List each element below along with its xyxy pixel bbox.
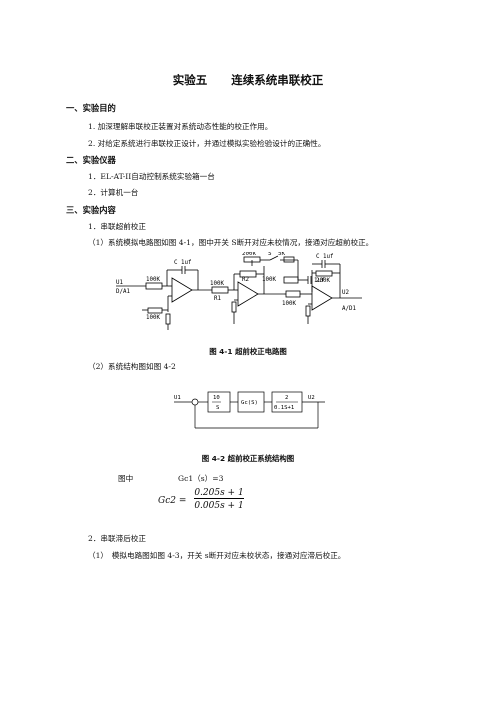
section-heading-purpose: 一、实验目的 (66, 103, 116, 113)
block1-denominator: S (216, 405, 219, 411)
lead-circuit-diagram: U1 D/A1 100K 100K C 1uf 100K R1 R2 200k … (116, 252, 362, 330)
circuit-label-rin: 100K (146, 277, 160, 283)
circuit-label-c1: C 1uf (174, 260, 192, 266)
section-heading-instruments: 二、实验仪器 (66, 155, 116, 165)
where-label: 图中 (118, 474, 134, 483)
page-title: 实验五连续系统串联校正 (172, 73, 324, 87)
formula-gc2-numerator: 0.205s + 1 (194, 488, 244, 499)
circuit-label-5k: 5K (278, 252, 285, 257)
block3-denominator: 0.1S+1 (274, 405, 294, 411)
circuit-label-s: S (268, 252, 272, 257)
circuit-label-cmid: 1uf (314, 278, 325, 284)
section-heading-content: 三、实验内容 (66, 205, 116, 215)
circuit-label-r200k-out: 200K (316, 278, 330, 284)
block-diagram: U1 U2 10 S Gc(S) 2 0.1S+1 (174, 391, 325, 429)
block-label-u1: U1 (174, 395, 181, 401)
formula-gc2-lhs: Gc2 = (158, 496, 187, 506)
circuit-label-r1: R1 (214, 296, 221, 302)
circuit-label-200k: 200k (242, 252, 256, 257)
subsection-lead: 1．串联超前校正 (88, 222, 146, 231)
formula-gc1: Gc1（s）=3 (178, 474, 224, 483)
figure-caption-4-1: 图 4-1 超前校正电路图 (209, 347, 287, 356)
circuit-label-u1: U1 (116, 280, 123, 286)
instrument-item-2: 2．计算机一台 (88, 188, 139, 197)
purpose-item-2: 2. 对给定系统进行串联校正设计，并通过模拟实验检验设计的正确性。 (88, 139, 326, 148)
figure-caption-4-2: 图 4-2 超前校正系统结构图 (201, 454, 295, 463)
paragraph-structure: （2）系统结构图如图 4-2 (88, 362, 176, 371)
circuit-label-r100k-low: 100K (282, 301, 296, 307)
block1-numerator: 10 (213, 395, 220, 401)
circuit-label-rfb: 100K (146, 315, 160, 321)
circuit-label-da: D/A1 (116, 289, 130, 295)
circuit-label-r100k-mid: 100K (262, 277, 276, 283)
circuit-label-ad: A/D1 (342, 306, 356, 312)
circuit-label-cout: C 1uf (316, 254, 334, 260)
formula-gc2-denominator: 0.005s + 1 (194, 501, 244, 511)
subsection-lag: 2．串联滞后校正 (88, 534, 146, 543)
paragraph-circuit: （1）系统模拟电路图如图 4-1，图中开关 S断开对应未校情况，接通对应超前校正… (88, 238, 374, 247)
instrument-item-1: 1．EL-AT-II自动控制系统实验箱一台 (88, 172, 215, 181)
paragraph-lag-circuit: （1） 模拟电路图如图 4-3，开关 s断开对应未校状态，接通对应滞后校正。 (88, 551, 346, 560)
circuit-label-u2: U2 (342, 290, 349, 296)
circuit-label-rmid: 100K (210, 281, 224, 287)
block3-numerator: 2 (285, 395, 288, 401)
block-label-u2: U2 (308, 395, 315, 401)
circuit-label-r2: R2 (242, 277, 249, 283)
block2-label: Gc(S) (241, 400, 258, 406)
purpose-item-1: 1. 加深理解串联校正装置对系统动态性能的校正作用。 (88, 122, 273, 131)
